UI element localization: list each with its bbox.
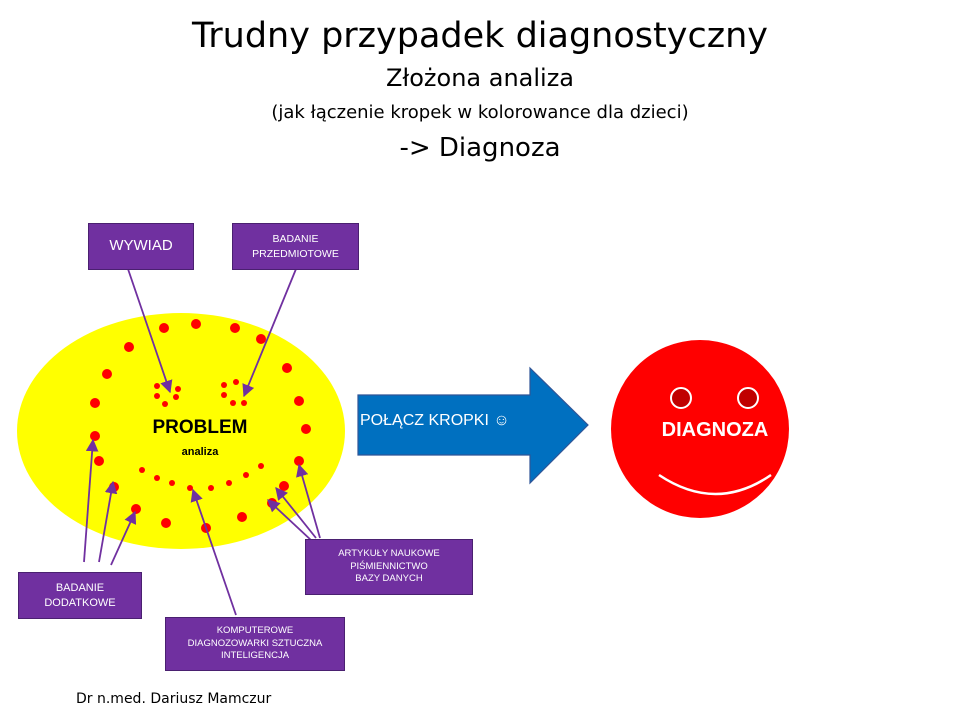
box-badanie-dodatkowe: BADANIE DODATKOWE <box>18 572 142 619</box>
arrow-artykuly-3 <box>267 499 313 542</box>
face-eye-right <box>737 387 759 409</box>
arrow-badanie-przedmiotowe <box>242 268 297 398</box>
dot <box>221 392 227 398</box>
dot <box>124 342 134 352</box>
box-wywiad-label: WYWIAD <box>109 237 173 255</box>
box-artykuly: ARTYKUŁY NAUKOWE PIŚMIENNICTWO BAZY DANY… <box>305 539 473 595</box>
arrow-komputerowe <box>190 488 237 616</box>
dot <box>109 482 119 492</box>
slide-title: Trudny przypadek diagnostyczny <box>192 16 768 56</box>
slide-note: (jak łączenie kropek w kolorowance dla d… <box>271 102 689 123</box>
box-badanie-dodatkowe-label: BADANIE DODATKOWE <box>44 581 116 609</box>
dot <box>90 431 100 441</box>
dot <box>279 481 289 491</box>
box-badanie-przedmiotowe: BADANIE PRZEDMIOTOWE <box>232 223 359 270</box>
dot <box>173 394 179 400</box>
dot <box>169 480 175 486</box>
dot <box>175 386 181 392</box>
dot <box>258 463 264 469</box>
connect-arrow-label: POŁĄCZ KROPKI ☺ <box>360 412 510 429</box>
dot <box>301 424 311 434</box>
connect-arrow-shape <box>357 366 589 485</box>
dot <box>256 334 266 344</box>
diagnosis-face <box>611 340 789 518</box>
arrow-artykuly-2 <box>275 487 317 539</box>
dot <box>226 480 232 486</box>
dot <box>294 396 304 406</box>
dot <box>243 472 249 478</box>
dot <box>90 398 100 408</box>
problem-dots <box>90 319 311 533</box>
box-wywiad: WYWIAD <box>88 223 194 270</box>
dot <box>154 393 160 399</box>
box-komputerowe-label: KOMPUTEROWE DIAGNOZOWARKI SZTUCZNA INTEL… <box>187 624 323 662</box>
box-artykuly-label: ARTYKUŁY NAUKOWE PIŚMIENNICTWO BAZY DANY… <box>338 547 440 585</box>
problem-sublabel: analiza <box>181 446 219 458</box>
dot <box>102 369 112 379</box>
connector-arrows <box>83 268 321 616</box>
dot <box>294 456 304 466</box>
dot <box>161 518 171 528</box>
footer-author: Dr n.med. Dariusz Mamczur <box>76 691 272 707</box>
arrow-artykuly-1 <box>296 463 321 539</box>
dot <box>191 319 201 329</box>
dot <box>237 512 247 522</box>
box-badanie-przedmiotowe-label: BADANIE PRZEDMIOTOWE <box>252 233 339 260</box>
dot <box>94 456 104 466</box>
dot <box>131 504 141 514</box>
box-komputerowe: KOMPUTEROWE DIAGNOZOWARKI SZTUCZNA INTEL… <box>165 617 345 671</box>
dot <box>139 467 145 473</box>
slide-subtitle: Złożona analiza <box>385 64 575 92</box>
dot <box>154 383 160 389</box>
dot <box>221 382 227 388</box>
dot <box>282 363 292 373</box>
problem-label: PROBLEM <box>152 417 248 438</box>
dot <box>162 401 168 407</box>
dot <box>241 400 247 406</box>
arrow-dodatkowe-1 <box>83 438 99 563</box>
dot <box>159 323 169 333</box>
problem-ellipse <box>17 313 345 549</box>
face-eye-left <box>670 387 692 409</box>
face-smile <box>658 473 772 496</box>
dot <box>233 379 239 385</box>
dot <box>208 485 214 491</box>
slide-result: -> Diagnoza <box>399 133 561 163</box>
arrow-dodatkowe-2 <box>98 480 118 563</box>
dot <box>230 323 240 333</box>
dot <box>154 475 160 481</box>
diagnosis-label: DIAGNOZA <box>661 419 769 441</box>
dot <box>187 485 193 491</box>
arrow-wywiad <box>127 268 173 394</box>
dot <box>230 400 236 406</box>
arrow-dodatkowe-3 <box>110 510 137 566</box>
